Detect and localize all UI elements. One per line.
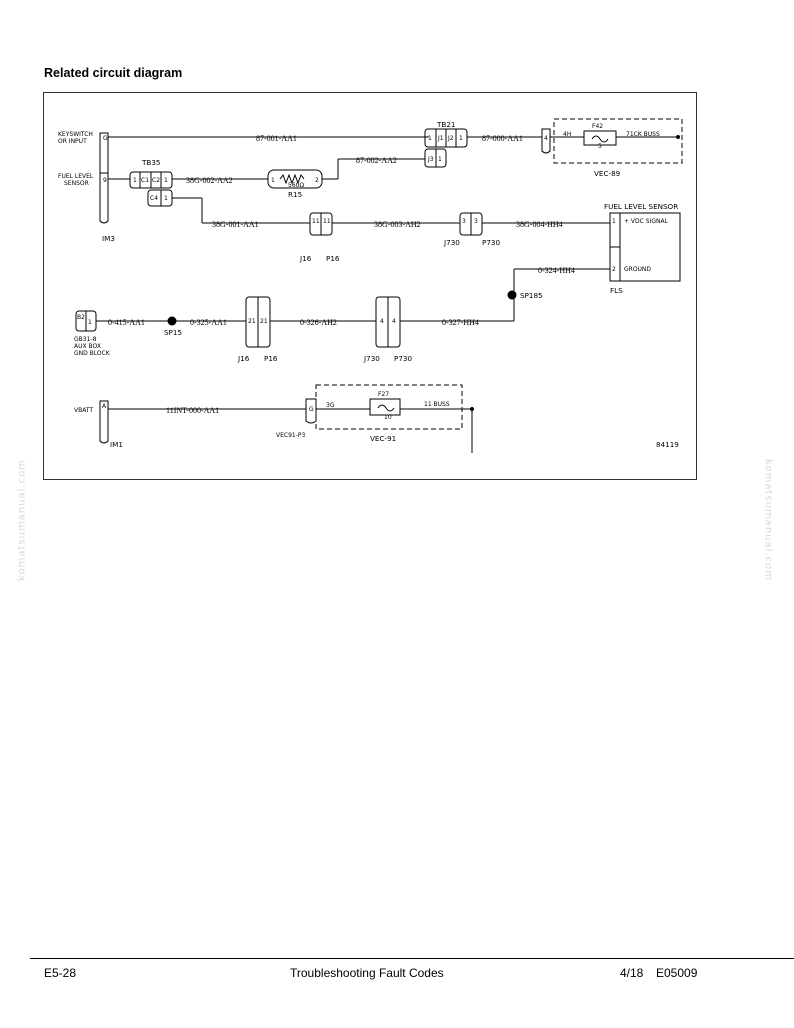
svg-text:1: 1 <box>428 135 432 142</box>
svg-text:1: 1 <box>612 218 616 225</box>
svg-text:4: 4 <box>392 318 396 325</box>
im1-label: IM1 <box>110 440 123 449</box>
svg-text:P16: P16 <box>264 354 278 363</box>
svg-text:J2: J2 <box>447 135 454 142</box>
svg-text:3G: 3G <box>326 402 335 409</box>
section-heading: Related circuit diagram <box>44 66 183 80</box>
wire-87-001-aa1: 87-001-AA1 <box>256 134 297 143</box>
wire-0-415-aa1: 0-415-AA1 <box>108 318 145 327</box>
svg-text:1: 1 <box>438 156 442 163</box>
vec89-label: VEC-89 <box>594 169 621 178</box>
svg-text:4H: 4H <box>563 131 571 138</box>
im3-label: IM3 <box>102 234 115 243</box>
svg-text:J730: J730 <box>363 354 380 363</box>
svg-text:+ VDC SIGNAL: + VDC SIGNAL <box>624 218 669 225</box>
wire-0-324-hh4: 0-324-HH4 <box>538 266 575 275</box>
keyswitch-pin: G <box>103 135 108 142</box>
wire-38g-001-aa1: 38G-001-AA1 <box>212 220 259 229</box>
svg-text:J16: J16 <box>237 354 250 363</box>
71ck-buss-label: 71CK BUSS <box>626 131 660 138</box>
svg-text:11: 11 <box>312 218 320 225</box>
svg-text:A: A <box>102 403 107 410</box>
footer-date: 4/18 <box>620 966 644 980</box>
footer-page: E5-28 <box>44 966 77 980</box>
fuel-level-sensor-pin: 9 <box>103 177 107 184</box>
svg-text:GROUND: GROUND <box>624 266 651 273</box>
wire-87-002-aa2: 87-002-AA2 <box>356 156 397 165</box>
svg-text:C4: C4 <box>150 195 158 202</box>
fls-label: FLS <box>610 286 623 295</box>
svg-text:2: 2 <box>612 266 616 273</box>
wire-11int-000-aa1: 11INT-000-AA1 <box>166 406 219 415</box>
svg-text:1: 1 <box>271 177 275 184</box>
footer-divider <box>30 958 794 959</box>
svg-text:560Ω: 560Ω <box>288 182 304 189</box>
svg-text:10: 10 <box>384 414 392 421</box>
im3-connector <box>99 132 109 224</box>
p730-label: P730 <box>482 238 500 247</box>
f27-label: F27 <box>378 391 389 398</box>
f42-label: F42 <box>592 123 603 130</box>
j730-label: J730 <box>443 238 460 247</box>
svg-text:G: G <box>309 406 314 413</box>
svg-text:1: 1 <box>164 177 168 184</box>
svg-text:B2: B2 <box>77 314 85 321</box>
svg-text:2: 2 <box>315 177 319 184</box>
tb35-label: TB35 <box>141 158 160 167</box>
svg-text:P730: P730 <box>394 354 412 363</box>
wire-38g-004-hh4: 38G-004-HH4 <box>516 220 563 229</box>
footer-doc: E05009 <box>656 966 698 980</box>
svg-text:C2: C2 <box>152 177 160 184</box>
wire-0-326-ah2: 0-326-AH2 <box>300 318 337 327</box>
sp15-label: SP15 <box>164 328 182 337</box>
svg-text:1: 1 <box>133 177 137 184</box>
vec91-p3-label: VEC91-P3 <box>276 432 306 439</box>
p16-label: P16 <box>326 254 340 263</box>
sp185-label: SP185 <box>520 291 543 300</box>
svg-text:21: 21 <box>260 318 268 325</box>
wire-38g-002-aa2: 38G-002-AA2 <box>186 176 233 185</box>
wire-0-325-aa1: 0-325-AA1 <box>190 318 227 327</box>
wire-87-000-aa1: 87-000-AA1 <box>482 134 523 143</box>
vbatt-label: VBATT <box>74 407 93 414</box>
j16-label: J16 <box>299 254 312 263</box>
watermark-right: komatsumanual.com <box>762 459 774 581</box>
svg-text:5: 5 <box>598 143 602 150</box>
svg-text:J1: J1 <box>437 135 444 142</box>
svg-text:4: 4 <box>544 135 548 142</box>
r15-label: R15 <box>288 190 302 199</box>
wire-38g-003-ah2: 38G-003-AH2 <box>374 220 421 229</box>
tb21-label: TB21 <box>436 120 455 129</box>
svg-text:C1: C1 <box>141 177 149 184</box>
watermark-left: komatsumanual.com <box>16 459 28 581</box>
wire-0-327-hh4: 0-327-HH4 <box>442 318 479 327</box>
11-buss-label: 11 BUSS <box>424 401 450 408</box>
svg-text:1: 1 <box>164 195 168 202</box>
svg-text:J3: J3 <box>427 156 434 163</box>
svg-text:1: 1 <box>459 135 463 142</box>
svg-text:3: 3 <box>474 218 478 225</box>
svg-text:4: 4 <box>380 318 384 325</box>
vec91-label: VEC-91 <box>370 434 396 443</box>
svg-text:11: 11 <box>323 218 331 225</box>
svg-text:3: 3 <box>462 218 466 225</box>
svg-text:1: 1 <box>88 319 92 326</box>
figure-id: 84119 <box>656 440 679 449</box>
fls-title: FUEL LEVEL SENSOR <box>604 202 678 211</box>
svg-text:21: 21 <box>248 318 256 325</box>
footer-title: Troubleshooting Fault Codes <box>290 966 444 980</box>
